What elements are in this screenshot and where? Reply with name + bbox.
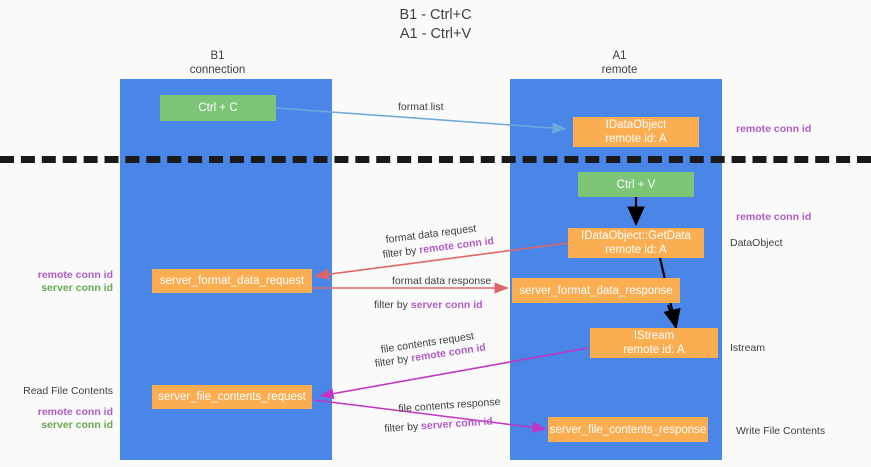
node-ctrl-c[interactable]: Ctrl + C	[160, 95, 276, 121]
filter-prefix: filter by	[384, 420, 422, 435]
side-label-remote-conn-id-top: remote conn id	[736, 123, 812, 135]
filter-prefix: filter by	[374, 299, 411, 311]
phase-divider	[0, 156, 871, 163]
edge-label-format-data-response: format data response	[392, 275, 492, 287]
node-idataobject-getdata-line2: remote id: A	[605, 244, 667, 256]
side-label-left-remote-conn-id-mid: remote conn id	[37, 269, 113, 281]
side-label-left-server-conn-id-bottom: server conn id	[41, 419, 113, 431]
lane-header-a1-line2: remote	[601, 64, 638, 76]
filter-prefix: filter by	[382, 244, 420, 261]
lane-header-b1-line2: connection	[189, 64, 246, 76]
node-idataobject-getdata-line1: IDataObject::GetData	[581, 230, 691, 242]
node-idataobject-line1: IDataObject	[605, 119, 667, 131]
side-label-write-file-contents: Write File Contents	[736, 425, 826, 437]
side-label-read-file-contents: Read File Contents	[23, 385, 113, 397]
side-label-left-remote-conn-id-bottom: remote conn id	[37, 406, 113, 418]
filter-key-server-conn-id: server conn id	[410, 299, 483, 311]
node-server-file-contents-response[interactable]: server_file_contents_response	[548, 417, 708, 442]
diagram-title: B1 - Ctrl+C A1 - Ctrl+V	[0, 6, 871, 44]
lane-header-b1-line1: B1	[210, 50, 225, 62]
node-istream-text: IStream remote id: A	[623, 329, 684, 357]
edge-label-file-contents-response: file contents response	[398, 395, 501, 415]
side-label-left-server-conn-id-mid: server conn id	[41, 282, 113, 294]
node-server-format-data-response[interactable]: server_format_data_response	[512, 278, 680, 303]
title-line-2: A1 - Ctrl+V	[399, 26, 472, 42]
filter-key-server-conn-id: server conn id	[420, 415, 494, 433]
lane-header-a1: A1 remote	[552, 49, 687, 77]
node-server-file-contents-request[interactable]: server_file_contents_request	[152, 385, 312, 409]
side-label-istream: Istream	[730, 342, 766, 354]
node-idataobject-line2: remote id: A	[605, 133, 667, 145]
edge-label-file-contents-response-filter: filter by server conn id	[384, 415, 493, 436]
lane-header-a1-line1: A1	[612, 50, 627, 62]
node-ctrl-v[interactable]: Ctrl + V	[578, 172, 694, 197]
side-label-remote-conn-id-mid: remote conn id	[736, 211, 812, 223]
node-idataobject-text: IDataObject remote id: A	[605, 118, 666, 146]
filter-prefix: filter by	[374, 352, 413, 370]
node-istream-line2: remote id: A	[623, 344, 685, 356]
lane-header-b1: B1 connection	[150, 49, 285, 77]
node-istream-line1: IStream	[633, 330, 675, 342]
edge-label-format-data-response-filter: filter by server conn id	[374, 299, 483, 312]
side-label-dataobject: DataObject	[730, 237, 783, 249]
title-line-1: B1 - Ctrl+C	[399, 7, 472, 23]
node-server-format-data-request[interactable]: server_format_data_request	[152, 269, 312, 293]
node-idataobject[interactable]: IDataObject remote id: A	[573, 117, 699, 147]
edge-label-format-list: format list	[398, 101, 444, 113]
node-istream[interactable]: IStream remote id: A	[590, 328, 718, 358]
